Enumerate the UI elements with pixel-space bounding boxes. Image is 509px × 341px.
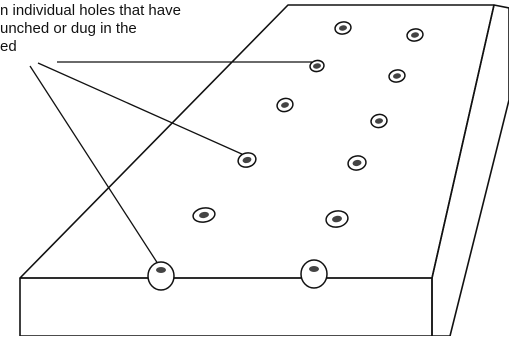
bed-front-face <box>19 277 433 337</box>
planting-hole <box>276 97 294 113</box>
planting-hole <box>309 59 325 73</box>
caption-line-3: ed <box>0 38 17 55</box>
planting-hole <box>347 155 367 171</box>
planting-hole <box>325 210 349 228</box>
planting-holes <box>147 21 424 291</box>
planting-hole <box>237 152 257 168</box>
caption-line-2: unched or dug in the <box>0 20 137 37</box>
planting-hole <box>370 113 388 129</box>
planting-hole <box>300 259 328 289</box>
planting-hole <box>406 28 424 42</box>
leader-line-2 <box>37 62 245 156</box>
bed-side-face <box>431 4 509 337</box>
planting-hole <box>147 261 175 291</box>
caption-line-1: n individual holes that have <box>0 2 181 19</box>
planting-hole <box>334 21 352 35</box>
leader-line-3 <box>29 65 161 268</box>
planting-hole <box>388 69 406 83</box>
bed-top-face <box>19 4 495 279</box>
planting-hole <box>192 207 216 223</box>
